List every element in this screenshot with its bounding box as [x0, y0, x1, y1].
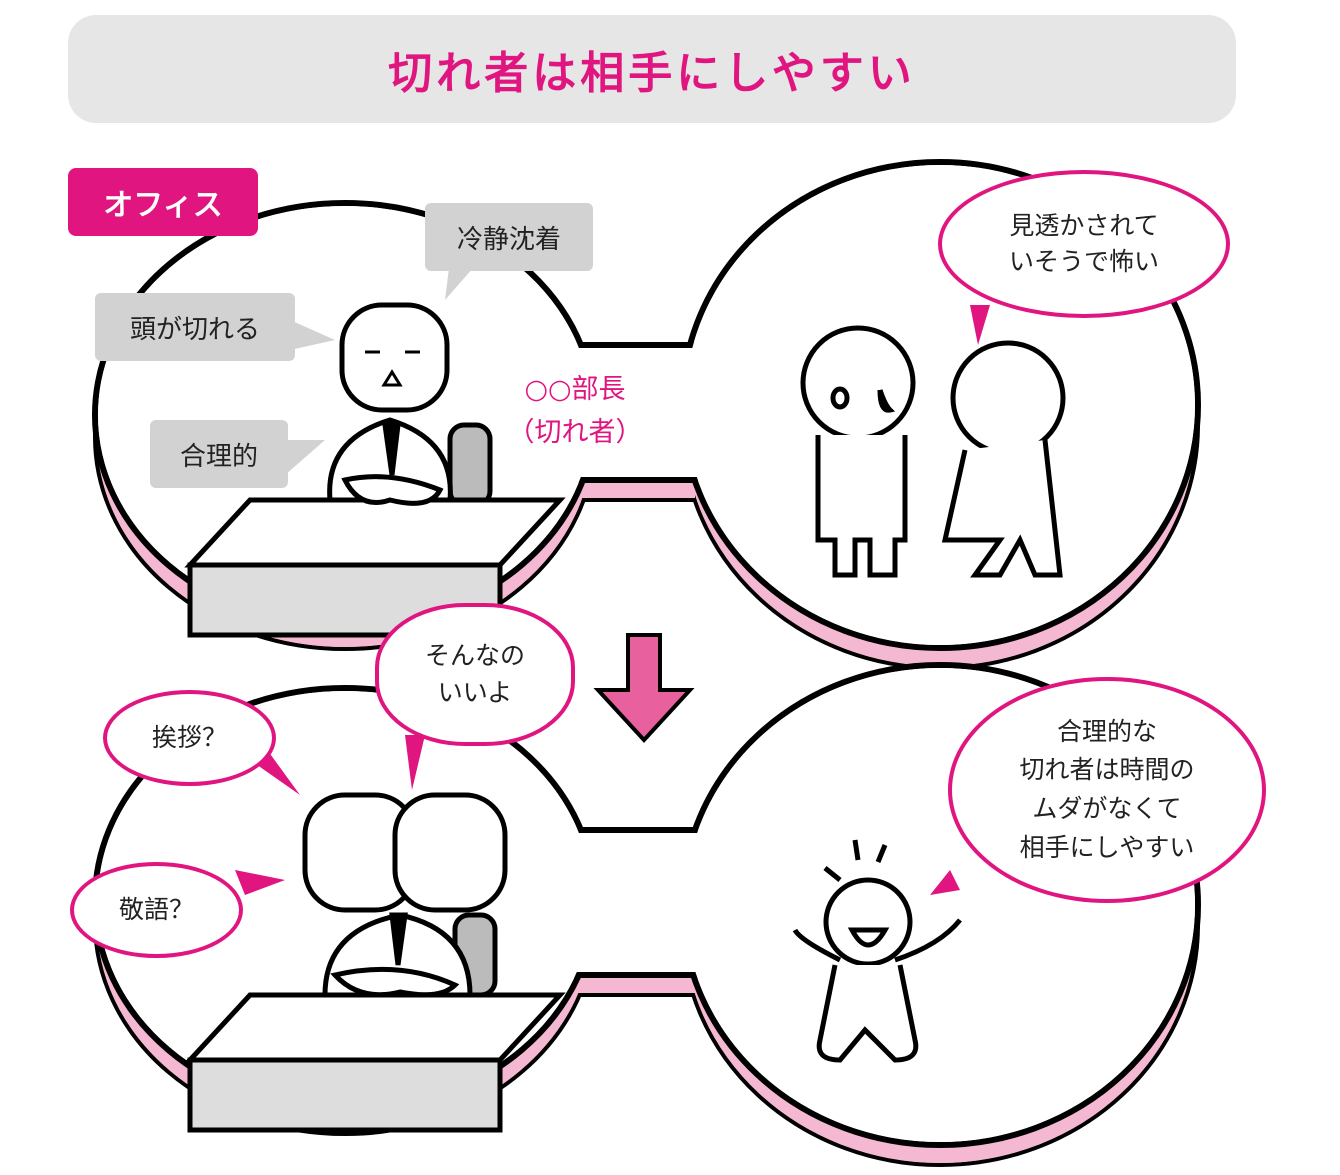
- trait-bubble: 合理的: [150, 420, 288, 488]
- trait-bubble: 冷静沈着: [425, 203, 593, 271]
- bubble-line: ムダがなくて: [1032, 794, 1182, 823]
- bubble-line: いいよ: [437, 677, 513, 707]
- speech-bubble-boss: そんなの いいよ: [375, 603, 575, 746]
- bubble-line: 相手にしやすい: [1019, 832, 1195, 862]
- trait-bubble: 頭が切れる: [95, 293, 295, 361]
- page-title: 切れ者は相手にしやすい: [388, 48, 916, 99]
- subordinate-characters: [800, 325, 1066, 578]
- thought-bubble-relief: 合理的な 切れ者は時間の ムダがなくて 相手にしやすい: [948, 677, 1266, 903]
- bubble-line: 切れ者は時間の: [1019, 755, 1195, 785]
- question-bubble: 敬語？: [70, 862, 243, 958]
- boss-label: ○○部長 （切れ者）: [495, 368, 655, 454]
- down-arrow-icon: [593, 633, 695, 743]
- boss-character-split: [184, 792, 566, 1133]
- bubble-line: いそうで怖い: [1008, 247, 1159, 276]
- bubble-line: 合理的な: [1056, 716, 1157, 746]
- title-banner: 切れ者は相手にしやすい: [68, 15, 1236, 123]
- boss-note: （切れ者）: [507, 417, 643, 449]
- bubble-line: そんなの: [424, 641, 525, 671]
- happy-subordinate: [792, 839, 962, 1063]
- bubble-line: 見透かされて: [1009, 210, 1159, 240]
- boss-title: ○○部長: [524, 374, 626, 405]
- scene-tag: オフィス: [68, 168, 258, 236]
- question-bubble: 挨拶？: [103, 690, 276, 786]
- thought-bubble-fear: 見透かされて いそうで怖い: [938, 170, 1230, 318]
